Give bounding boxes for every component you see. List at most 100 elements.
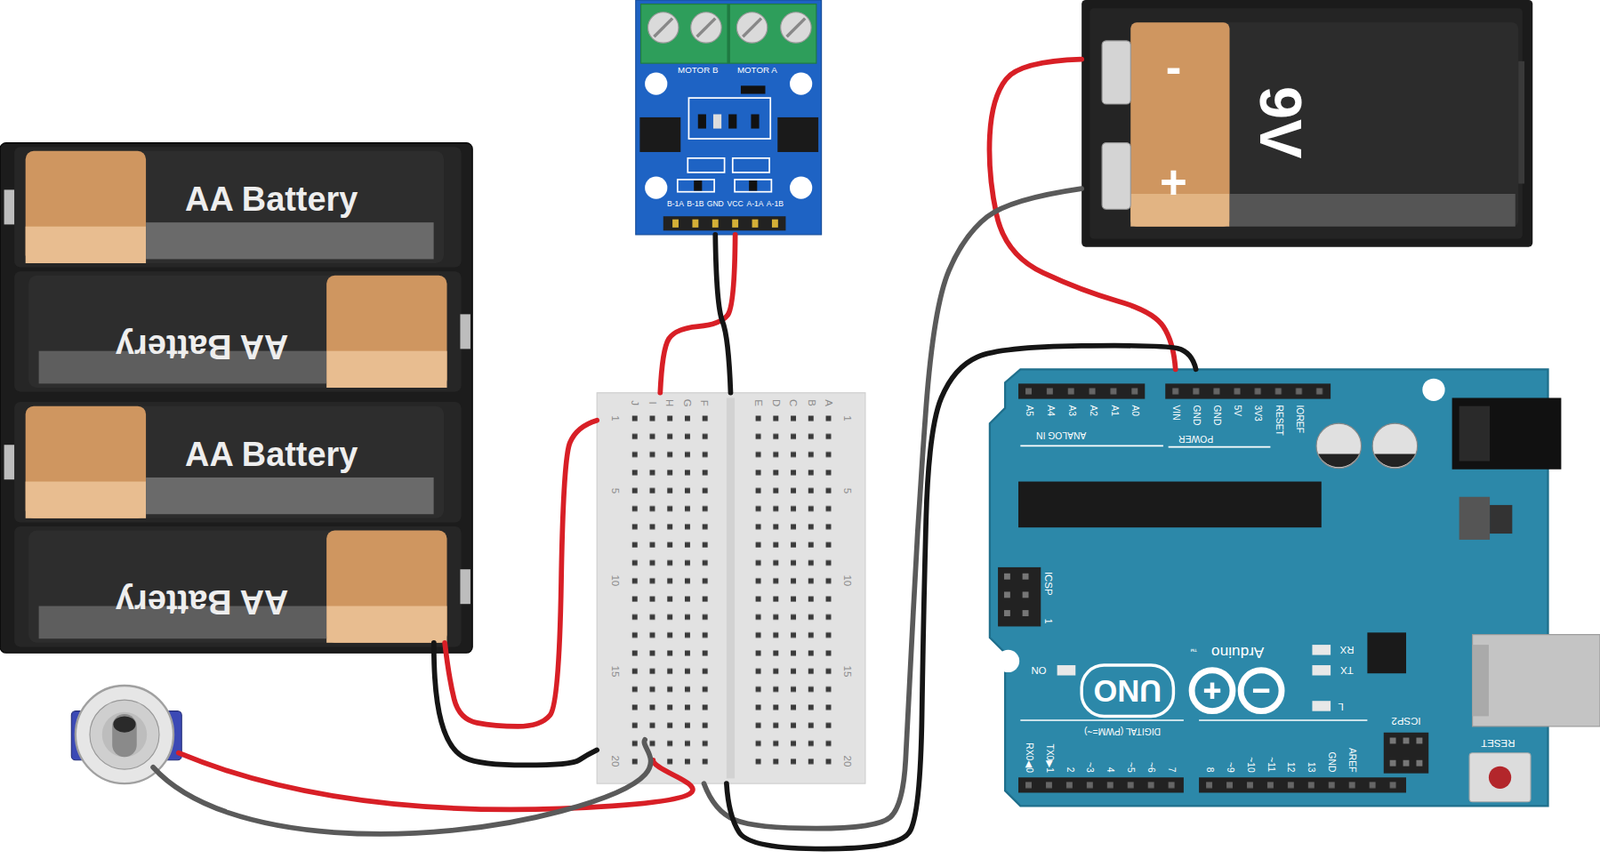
motor-driver-art xyxy=(789,72,813,95)
motor-driver-art xyxy=(648,12,679,43)
header-label: ANALOG IN xyxy=(1036,430,1086,440)
toggle-switch xyxy=(89,699,160,770)
arduino-art xyxy=(1383,732,1429,774)
pin-label: 7 xyxy=(1166,767,1176,773)
arduino-board: A5A4A3A2A1A0ANALOG INVINGNDGND5V3V3RESET… xyxy=(989,369,1549,806)
header-label: POWER xyxy=(1178,434,1214,443)
row-number: 1 xyxy=(842,415,853,421)
pin-label: GND xyxy=(1211,404,1221,426)
arduino-art xyxy=(1165,383,1331,399)
arduino-art xyxy=(1004,591,1011,598)
aa-battery xyxy=(25,406,444,519)
aa-battery-holder xyxy=(14,526,462,647)
arduino-art xyxy=(1311,665,1331,676)
battery-9v-holder xyxy=(1230,193,1516,227)
pin-label: A-1B xyxy=(766,200,784,209)
pin-label: ~11 xyxy=(1265,756,1275,772)
trademark: ™ xyxy=(1189,645,1198,653)
aa-battery-holder xyxy=(14,402,462,523)
arduino-art xyxy=(1004,610,1011,617)
arduino-art xyxy=(1316,423,1361,468)
arduino-art xyxy=(1318,454,1359,468)
battery-label: AA Battery xyxy=(115,585,289,620)
arduino-art xyxy=(1018,777,1184,793)
pin-label: A1 xyxy=(1109,404,1119,417)
motor-driver-art xyxy=(734,179,772,193)
aa-battery xyxy=(28,275,447,388)
aa-battery-holder xyxy=(459,569,470,604)
arduino-art xyxy=(1057,665,1077,676)
aa-battery xyxy=(326,351,447,388)
aa-battery-holder xyxy=(459,313,470,349)
motor-driver-art xyxy=(691,12,722,43)
aa-battery xyxy=(25,151,448,644)
battery-label: AA Battery xyxy=(184,437,358,472)
led-label: RX xyxy=(1339,644,1354,655)
arduino-art xyxy=(1081,665,1174,716)
battery-9v-holder xyxy=(1101,143,1131,210)
column-letter: E xyxy=(753,399,764,407)
pin-label: A3 xyxy=(1067,404,1077,417)
column-letter: I xyxy=(646,402,657,405)
arduino-art xyxy=(1403,738,1410,745)
motor-driver-art xyxy=(672,219,679,228)
motor-driver-art xyxy=(698,113,707,129)
arduino-art xyxy=(1422,378,1445,402)
aa-battery-holder xyxy=(14,146,462,267)
pin-label: B-1A xyxy=(667,200,684,209)
motor-driver-art xyxy=(639,117,681,153)
arduino-art xyxy=(1372,423,1417,468)
arduino-art xyxy=(1018,383,1145,399)
motor-driver-art xyxy=(731,219,739,228)
pin-label: VIN xyxy=(1171,404,1181,420)
pin-label: 4 xyxy=(1105,767,1115,773)
pin-label: A5 xyxy=(1023,404,1033,417)
aa-battery: AA Battery xyxy=(25,406,448,519)
aa-battery-holder xyxy=(0,143,473,654)
motor-driver-art xyxy=(688,97,771,139)
row-number: 5 xyxy=(610,488,620,494)
battery-label: AA Battery xyxy=(115,329,289,364)
terminal-sign: + xyxy=(1159,158,1188,206)
battery-9v-holder xyxy=(1089,8,1522,239)
arduino-art xyxy=(1488,766,1512,789)
header-label: ICSP2 xyxy=(1390,715,1421,725)
pin-label: ~6 xyxy=(1146,762,1156,773)
motor-driver-art xyxy=(736,12,767,43)
aa-battery: AA Battery xyxy=(25,275,448,388)
arduino-art xyxy=(1311,700,1331,711)
arduino-art xyxy=(1018,383,1145,399)
board-name: UNO xyxy=(1093,675,1162,707)
aa-battery xyxy=(25,406,146,519)
terminal-sign: - xyxy=(1165,43,1182,91)
column-letter: C xyxy=(787,399,798,407)
aa-battery-holder xyxy=(4,444,15,480)
terminal-label: MOTOR B xyxy=(677,65,718,75)
pin-label: TX0▶1 xyxy=(1044,743,1054,773)
toggle-switch xyxy=(102,712,147,757)
battery-9v-holder xyxy=(1081,0,1533,248)
motor-driver-art xyxy=(697,18,716,38)
arduino-art xyxy=(1022,610,1030,617)
arduino-art xyxy=(1168,446,1271,449)
arduino-art xyxy=(1403,760,1410,767)
arduino-art xyxy=(1020,719,1184,722)
arduino-art xyxy=(1374,454,1416,468)
arduino-art xyxy=(1022,591,1030,598)
aa-battery xyxy=(326,530,447,644)
pin-label: ~5 xyxy=(1125,762,1135,773)
led-label: TX xyxy=(1340,665,1354,676)
switch-wire xyxy=(178,753,693,811)
pin-label: RESET xyxy=(1273,404,1283,435)
arduino-art xyxy=(1390,738,1397,745)
toggle-switch xyxy=(75,685,174,784)
motor-driver-art xyxy=(750,113,759,129)
motor-driver-art xyxy=(644,176,668,199)
aa-battery-holder xyxy=(4,189,15,225)
pin-label: 3V3 xyxy=(1252,404,1262,421)
switch-wire xyxy=(152,739,693,835)
pin-label: A0 xyxy=(1130,404,1140,417)
